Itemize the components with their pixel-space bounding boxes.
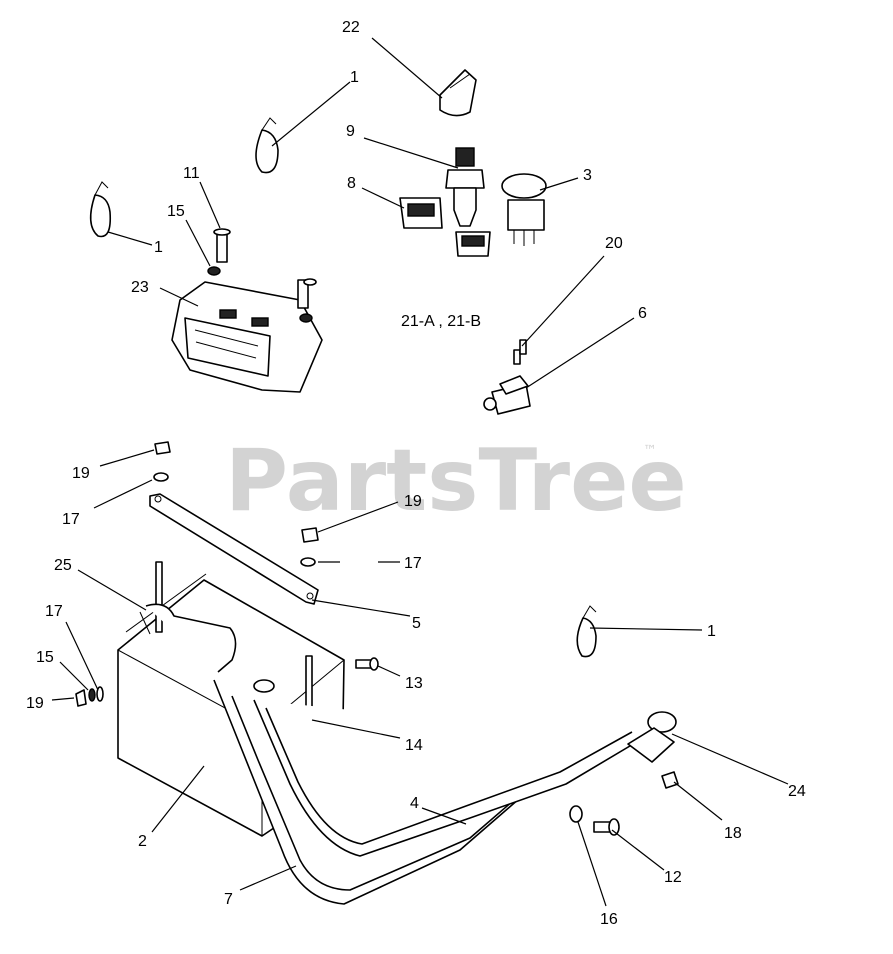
part-3-pto-switch[interactable] (501, 173, 547, 246)
callout-18[interactable]: 18 (724, 825, 742, 842)
callout-8[interactable]: 8 (347, 175, 356, 192)
leader-lines (51, 37, 789, 907)
part-19-nut-mid[interactable] (301, 527, 319, 543)
callout-16[interactable]: 16 (600, 911, 618, 928)
callout-7[interactable]: 7 (224, 891, 233, 908)
callout-15-bottom-left[interactable]: 15 (36, 649, 54, 666)
callout-1-left[interactable]: 1 (154, 239, 163, 256)
callout-17-mid[interactable]: 17 (404, 555, 422, 572)
callout-labels: 22 1 9 3 8 11 15 1 23 20 21-A , 21-B 6 1… (26, 19, 806, 928)
callout-22[interactable]: 22 (342, 19, 360, 36)
callout-21-a-21-b[interactable]: 21-A , 21-B (401, 313, 481, 330)
part-17-washer-bl[interactable] (96, 686, 104, 702)
callout-12[interactable]: 12 (664, 869, 682, 886)
part-17-washer-left[interactable] (153, 472, 169, 482)
part-20-screw[interactable] (513, 339, 527, 365)
part-6-solenoid[interactable] (483, 375, 531, 415)
part-1-cable-tie-top[interactable] (255, 117, 279, 174)
part-22-key[interactable] (439, 69, 477, 117)
callout-5[interactable]: 5 (412, 615, 421, 632)
callout-14[interactable]: 14 (405, 737, 423, 754)
part-12-bolt[interactable] (593, 818, 620, 836)
part-18-nut[interactable] (661, 771, 679, 789)
callout-2[interactable]: 2 (138, 833, 147, 850)
callout-17-left[interactable]: 17 (62, 511, 80, 528)
part-24-terminal-boot[interactable] (627, 711, 677, 763)
callout-1-right[interactable]: 1 (707, 623, 716, 640)
callout-20[interactable]: 20 (605, 235, 623, 252)
part-8-rocker-switch[interactable] (399, 197, 443, 229)
part-17-washer-mid[interactable] (300, 557, 316, 567)
part-1-cable-tie-left[interactable] (89, 181, 112, 238)
callout-6[interactable]: 6 (638, 305, 647, 322)
callout-9[interactable]: 9 (346, 123, 355, 140)
callout-25[interactable]: 25 (54, 557, 72, 574)
callout-17-bottom-left[interactable]: 17 (45, 603, 63, 620)
part-16-washer[interactable] (569, 805, 583, 823)
part-4-positive-cable[interactable] (253, 699, 641, 857)
part-11-screw[interactable] (213, 228, 231, 263)
callout-19-bottom-left[interactable]: 19 (26, 695, 44, 712)
part-19-nut-bl[interactable] (75, 689, 87, 707)
part-15-nut-top[interactable] (207, 266, 221, 276)
parts-tree-watermark: PartsTree (225, 431, 687, 531)
part-13-bolt[interactable] (355, 657, 379, 671)
callout-11[interactable]: 11 (183, 165, 200, 182)
part-5-hold-down-bar[interactable] (149, 493, 319, 605)
callout-19-mid[interactable]: 19 (404, 493, 422, 510)
part-15-nut-bl[interactable] (88, 688, 96, 702)
callout-15-top[interactable]: 15 (167, 203, 185, 220)
callout-3[interactable]: 3 (583, 167, 592, 184)
callout-24[interactable]: 24 (788, 783, 806, 800)
callout-13[interactable]: 13 (405, 675, 423, 692)
part-21-switch[interactable] (455, 231, 491, 257)
part-1-cable-tie-right[interactable] (576, 605, 597, 658)
part-23-dash-panel[interactable] (171, 278, 323, 393)
part-19-nut-left[interactable] (154, 441, 171, 455)
part-9-ignition-switch[interactable] (445, 147, 485, 227)
callout-4[interactable]: 4 (410, 795, 419, 812)
part-25-battery-cable[interactable] (139, 603, 237, 673)
part-14-rod-left[interactable] (155, 561, 163, 633)
callout-1-top[interactable]: 1 (350, 69, 359, 86)
callout-19-left[interactable]: 19 (72, 465, 90, 482)
callout-23[interactable]: 23 (131, 279, 149, 296)
watermark-trademark: ™ (643, 443, 657, 459)
